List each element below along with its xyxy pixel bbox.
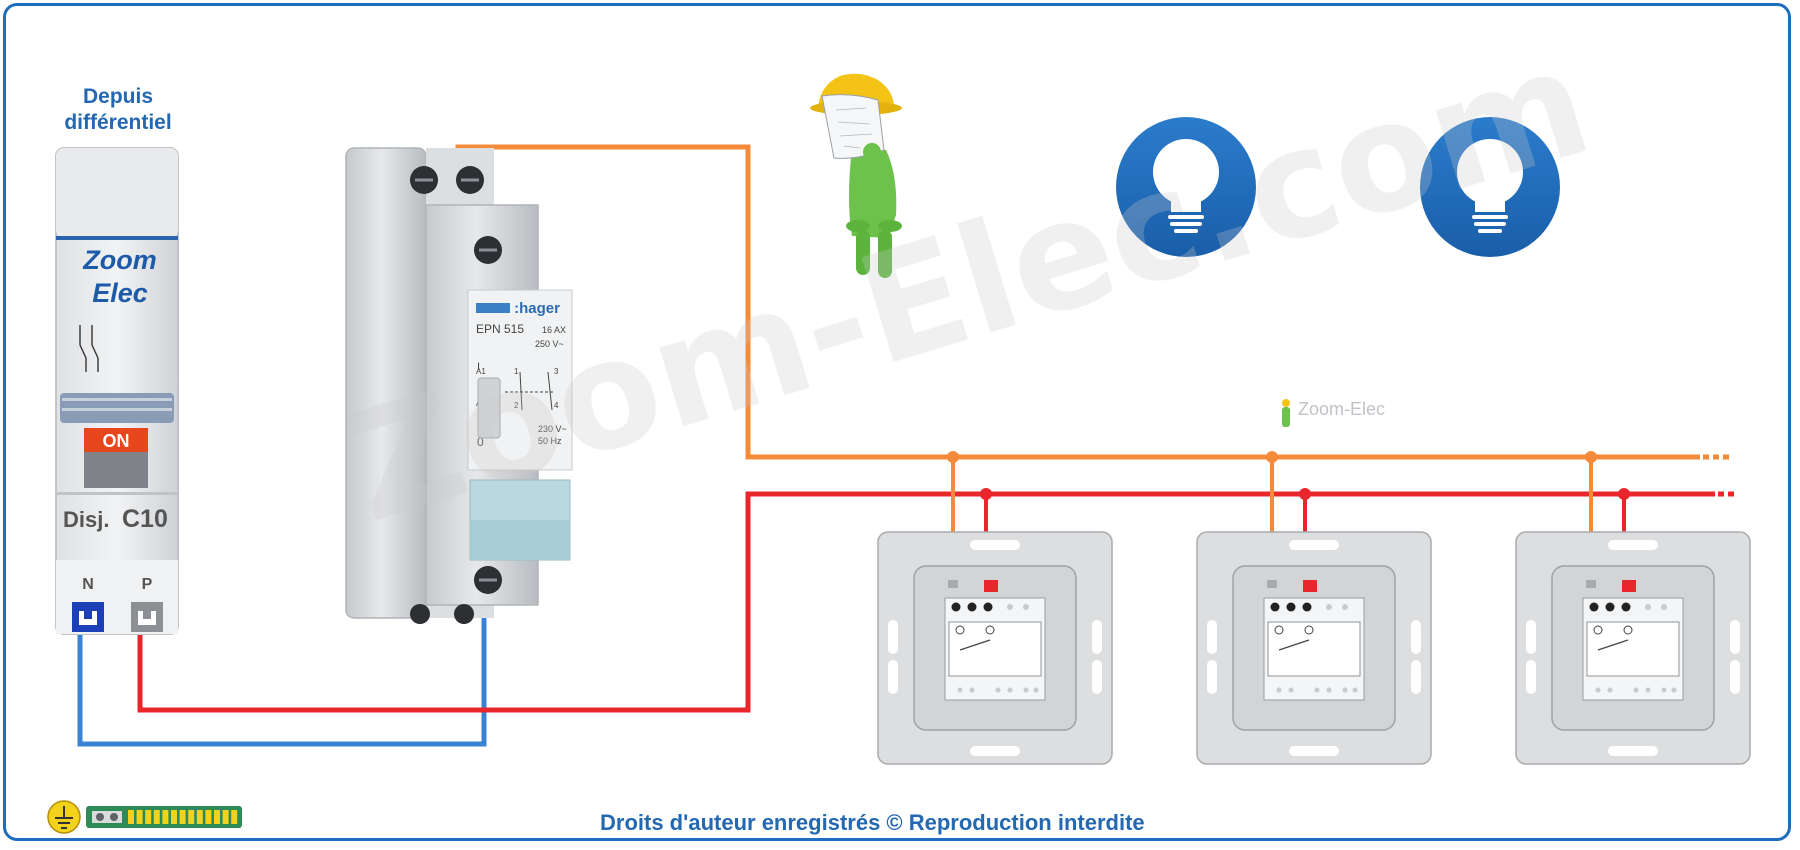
terminal-n[interactable] xyxy=(72,602,104,632)
small-logo-text: Zoom-Elec xyxy=(1298,399,1385,419)
terminal-p[interactable] xyxy=(131,602,163,632)
relay-supply-voltage: 230 V~ xyxy=(538,424,567,434)
breaker-brand: Zoom Elec xyxy=(60,244,180,310)
breaker-model: C10 xyxy=(122,505,168,533)
worker-figure-icon xyxy=(810,73,902,278)
lightbulb-icon xyxy=(1457,139,1523,233)
pushbutton-2[interactable] xyxy=(1196,531,1432,765)
live-junction-1 xyxy=(980,488,992,500)
relay-voltage-rating: 250 V~ xyxy=(535,339,564,349)
relay-contact-4: 4 xyxy=(554,401,559,410)
relay-brand: :hager xyxy=(514,300,560,317)
switched-junction-1 xyxy=(947,451,959,463)
relay-position-on: I xyxy=(477,361,480,373)
lamp-1 xyxy=(1116,117,1256,257)
terminal-n-label: N xyxy=(82,576,94,593)
small-logo: Zoom-Elec xyxy=(1282,399,1385,427)
on-indicator xyxy=(84,428,148,452)
relay-model: EPN 515 xyxy=(476,322,524,336)
breaker-symbol-icon xyxy=(79,325,99,372)
switched-junction-3 xyxy=(1585,451,1597,463)
relay-position-off: 0 xyxy=(477,435,484,449)
breaker-state-label: ON xyxy=(103,431,130,451)
breaker-toggle[interactable] xyxy=(84,452,148,488)
switched-junction-2 xyxy=(1266,451,1278,463)
relay-contact-3: 3 xyxy=(554,367,559,376)
relay-rating: 16 AX xyxy=(542,325,566,335)
relay-supply-frequency: 50 Hz xyxy=(538,436,562,446)
lamp-2 xyxy=(1420,117,1560,257)
source-heading-line-1: Depuis xyxy=(82,85,153,108)
relay-coil-a1: A1 xyxy=(476,367,486,376)
live-junction-3 xyxy=(1618,488,1630,500)
breaker-brand-line-1: Zoom xyxy=(83,245,157,275)
impulse-relay: :hager EPN 515 16 AX 250 V~ I 0 A1 A2 1 … xyxy=(345,147,573,624)
relay-contact-1: 1 xyxy=(514,367,519,376)
breaker-model-prefix: Disj. xyxy=(63,507,109,532)
terminal-strip-icon xyxy=(86,806,242,828)
copyright-caption: Droits d'auteur enregistrés © Reproducti… xyxy=(600,810,1145,835)
lightbulb-icon xyxy=(1153,139,1219,233)
relay-manual-lever[interactable] xyxy=(477,377,501,439)
live-wire-feed xyxy=(137,491,1715,713)
relay-contact-2: 2 xyxy=(514,401,519,410)
lamps xyxy=(1116,117,1560,257)
pushbutton-1[interactable] xyxy=(877,531,1113,765)
neutral-wire xyxy=(77,590,487,747)
pushbutton-3[interactable] xyxy=(1515,531,1751,765)
source-heading-line-2: différentiel xyxy=(64,111,172,134)
circuit-breaker: ON Disj. C10 N P xyxy=(55,147,179,635)
pushbuttons xyxy=(877,531,1751,765)
live-junction-2 xyxy=(1299,488,1311,500)
source-heading: Depuis différentiel xyxy=(48,84,188,136)
terminal-p-label: P xyxy=(142,576,153,593)
wires xyxy=(77,144,1735,747)
earth-symbol-icon xyxy=(47,800,81,834)
breaker-brand-line-2: Elec xyxy=(92,278,148,308)
